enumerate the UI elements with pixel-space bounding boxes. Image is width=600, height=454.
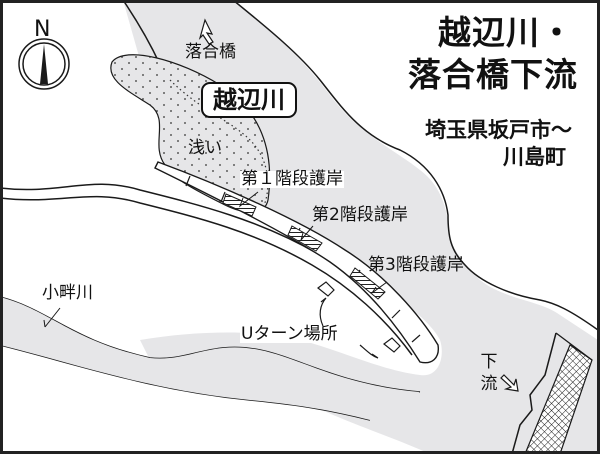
compass-north-label: N [34,17,51,42]
map-title-line1: 越辺川・ [438,13,574,52]
revetment-1-label: 第１階段護岸 [240,169,344,189]
river-name-badge: 越辺川 [201,82,297,118]
revetment-1-stairs [222,193,257,217]
location-line2: 川島町 [503,145,566,169]
downstream-label-2: 流 [480,374,498,394]
revetment-2-stairs [287,225,323,252]
tributary-label: 小畔川 [42,283,93,303]
bridge-arrow-icon [198,18,214,45]
map-title-line2: 落合橋下流 [408,55,578,94]
bridge-label: 落合橋 [185,42,236,62]
compass-icon [18,38,70,90]
uturn-label: Uターン場所 [240,324,339,344]
downstream-label-1: 下 [480,352,498,372]
location-line1: 埼玉県坂戸市～ [425,118,572,142]
revetment-3-label: 第3階段護岸 [368,255,464,275]
shallow-label: 浅い [188,138,222,158]
revetment-3-stairs [349,267,386,300]
embankment [154,161,439,364]
revetment-2-label: 第2階段護岸 [312,205,408,225]
downstream-arrow-icon [500,374,519,392]
